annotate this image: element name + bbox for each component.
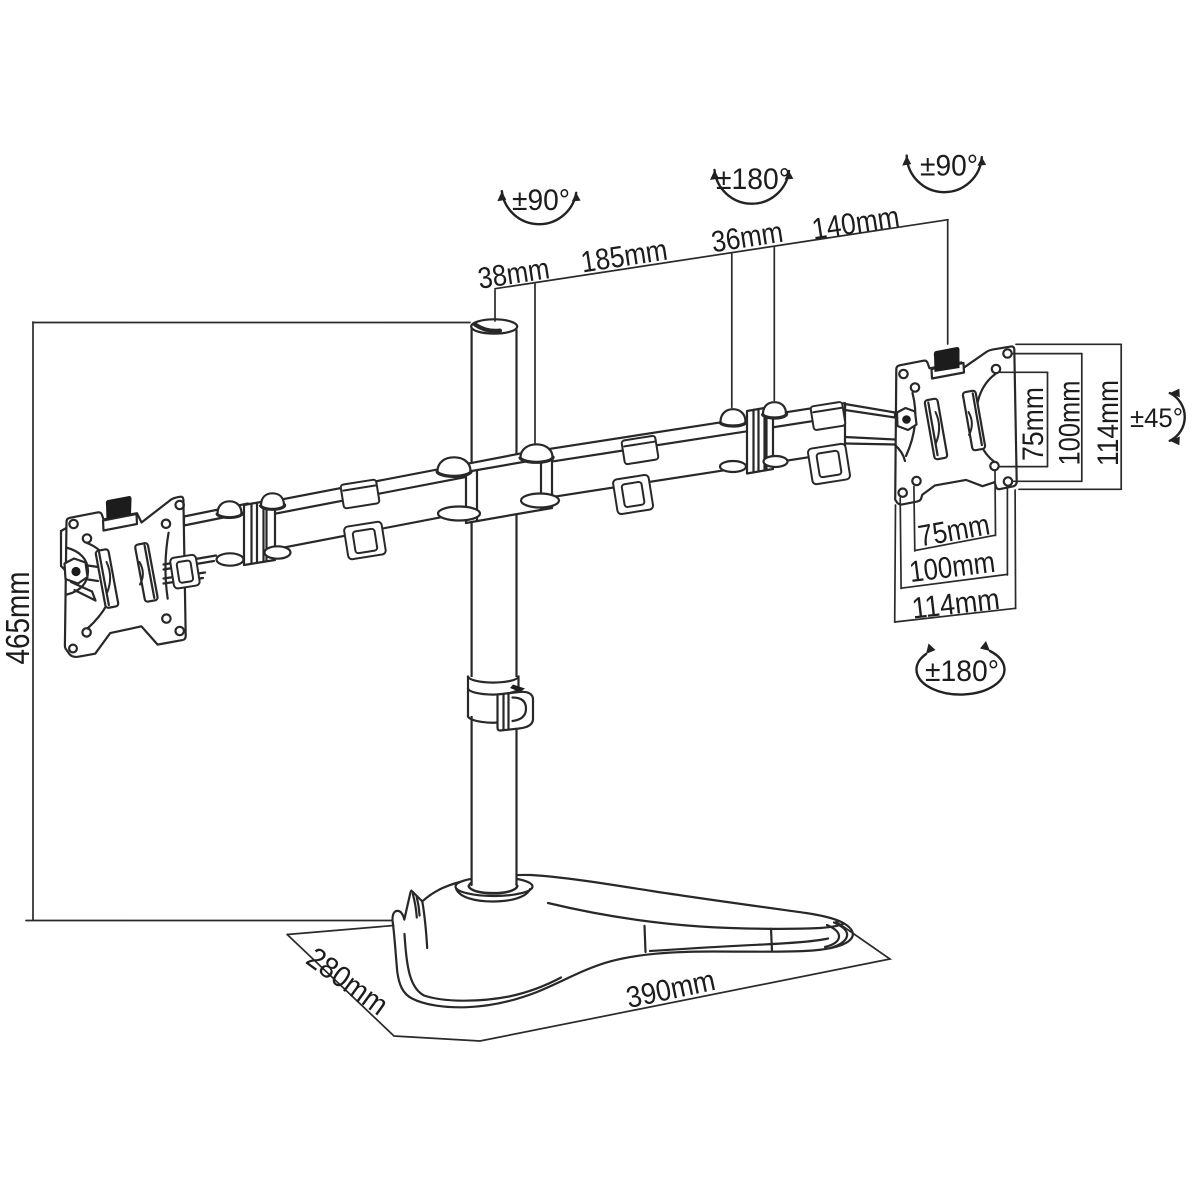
svg-text:±45°: ±45°: [1130, 403, 1183, 433]
svg-text:114mm: 114mm: [1092, 380, 1125, 466]
svg-text:±90°: ±90°: [920, 150, 978, 183]
svg-text:465mm: 465mm: [0, 572, 36, 665]
svg-text:±90°: ±90°: [512, 184, 570, 217]
svg-text:±180°: ±180°: [716, 163, 790, 196]
svg-text:±180°: ±180°: [925, 655, 999, 688]
svg-text:75mm: 75mm: [1017, 387, 1050, 461]
svg-text:100mm: 100mm: [1054, 381, 1087, 466]
